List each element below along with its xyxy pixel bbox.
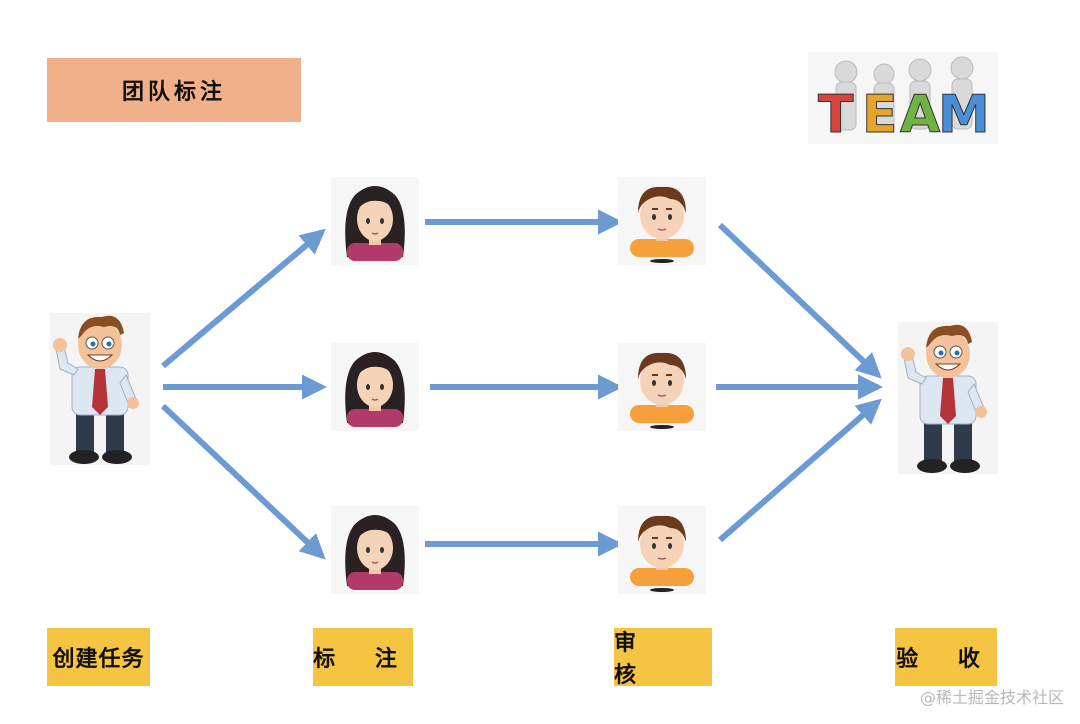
annotator-figure-1	[330, 176, 420, 266]
reviewer-figure-3	[617, 505, 707, 595]
logo-letter-e: E	[862, 85, 898, 144]
acceptance-figure	[897, 321, 999, 475]
annotator-figure-3	[330, 505, 420, 595]
diagram-title: 团队标注	[47, 58, 301, 122]
arrow-create-to-annotator-3	[160, 403, 326, 560]
reviewer-figure-1	[617, 176, 707, 266]
logo-letter-m: M	[938, 85, 990, 144]
annotator-figure-2	[330, 342, 420, 432]
arrow-create-to-annotator-1	[161, 228, 326, 369]
arrow-reviewer-1-to-accept	[717, 222, 882, 379]
stage-label-review: 审 核	[614, 628, 712, 688]
team-logo: T E A M	[808, 52, 998, 144]
watermark: @稀土掘金技术社区	[919, 688, 1064, 707]
stage-label-annotate: 标 注	[313, 628, 413, 686]
stage-label-accept: 验 收	[895, 628, 997, 686]
arrow-reviewer-3-to-accept	[718, 398, 882, 543]
stage-label-create-task: 创建任务	[47, 628, 150, 686]
reviewer-figure-2	[617, 342, 707, 432]
logo-letter-a: A	[900, 85, 940, 144]
logo-letter-t: T	[818, 85, 854, 144]
task-creator-figure	[49, 312, 151, 466]
